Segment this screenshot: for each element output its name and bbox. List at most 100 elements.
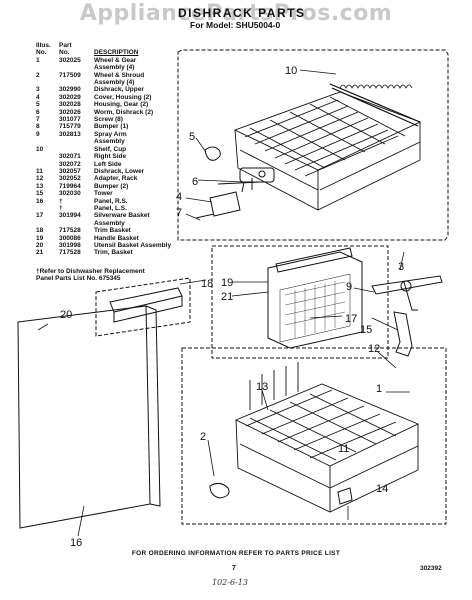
- ordering-note: FOR ORDERING INFORMATION REFER TO PARTS …: [131, 550, 341, 557]
- cell-description: Utensil Basket Assembly: [94, 241, 172, 249]
- cell-description: Bumper (2): [94, 182, 129, 190]
- callout-11: 11: [338, 443, 349, 455]
- callout-18: 18: [201, 278, 213, 290]
- cell-description: Worm, Dishrack (2): [94, 108, 154, 116]
- page-title: DISHRACK PARTS: [178, 6, 306, 20]
- callout-4: 4: [176, 191, 182, 203]
- cell-illus-no: 6: [36, 108, 40, 116]
- door-panel: [17, 305, 161, 529]
- gear-housing-parts: [195, 146, 275, 219]
- table-row: 19 300086 Handle Basket: [36, 235, 174, 242]
- cell-illus-no: 21: [36, 249, 44, 257]
- cell-description: Panel, R.S.: [94, 197, 128, 205]
- callout-14: 14: [376, 483, 388, 495]
- cell-part-no: 302028: [59, 101, 81, 109]
- cell-description: Assembly (4): [94, 79, 135, 87]
- cell-part-no: 715779: [59, 123, 81, 131]
- cell-part-no: 717509: [59, 71, 81, 79]
- lower-dishrack: [234, 362, 420, 513]
- cell-description: Adapter, Rack: [94, 175, 138, 183]
- cell-description: Assembly (4): [94, 64, 135, 72]
- table-row: 302072 Left Side: [36, 161, 174, 168]
- cell-part-no: 717528: [59, 249, 81, 257]
- cell-part-no: 302052: [59, 175, 81, 183]
- cell-part-no: 302026: [59, 108, 81, 116]
- wheel-assembly: [209, 482, 230, 499]
- cell-description: Right Side: [94, 153, 127, 161]
- callout-15: 15: [360, 324, 372, 336]
- cell-part-no: 300086: [59, 234, 81, 242]
- callout-13: 13: [256, 381, 268, 393]
- upper-rack-frame: [177, 49, 449, 241]
- cell-illus-no: 9: [36, 130, 40, 138]
- model-label: For Model: SHU5004-0: [190, 20, 281, 30]
- cell-illus-no: 10: [36, 145, 44, 153]
- table-row: Assembly (4): [36, 79, 174, 86]
- table-row: Assembly (4): [36, 64, 174, 71]
- spray-arm: [371, 275, 443, 311]
- header-part: Part: [59, 42, 72, 49]
- header-part-no: No.: [59, 49, 70, 57]
- basket-frame: [211, 245, 389, 359]
- cell-description: Housing, Gear (2): [94, 101, 149, 109]
- cell-description: Silverware Basket: [94, 212, 150, 220]
- cell-illus-no: 3: [36, 86, 40, 94]
- refer-note: †Refer to Dishwasher Replacement Panel P…: [36, 268, 145, 283]
- cell-part-no: 302072: [59, 160, 81, 168]
- table-row: 5 302028 Housing, Gear (2): [36, 101, 174, 108]
- callout-7: 7: [176, 207, 182, 219]
- callout-9: 9: [346, 281, 352, 293]
- callout-1: 1: [376, 383, 382, 395]
- silverware-basket: [267, 247, 363, 349]
- callout-6: 6: [192, 176, 198, 188]
- cell-illus-no: 15: [36, 190, 44, 198]
- trim-frame: [95, 277, 191, 337]
- table-row: 10 Shelf, Cup: [36, 146, 174, 153]
- cell-illus-no: 11: [36, 167, 43, 175]
- cell-description: Trim Basket: [94, 227, 131, 235]
- watermark: AppliancePartsPros.com: [79, 1, 393, 26]
- handwritten-note: 102-6-13: [212, 578, 248, 587]
- callout-20: 20: [60, 309, 72, 321]
- cell-illus-no: 5: [36, 101, 40, 109]
- tower: [393, 311, 413, 357]
- cell-description: Trim, Basket: [94, 249, 133, 257]
- cell-description: Assembly: [94, 219, 125, 227]
- table-row: 16†Panel, R.S.: [36, 198, 174, 205]
- header-description: DESCRIPTION: [94, 49, 139, 57]
- cell-part-no: 719964: [59, 182, 81, 190]
- refer-note-line2: Panel Parts List No. 675345: [36, 275, 121, 283]
- cell-illus-no: 4: [36, 93, 40, 101]
- cell-illus-no: 2: [36, 71, 40, 79]
- cell-description: Assembly: [94, 138, 125, 146]
- cell-description: Handle Basket: [94, 234, 139, 242]
- cell-description: Cover, Housing (2): [94, 93, 152, 101]
- table-row: 21 717528 Trim, Basket: [36, 249, 174, 256]
- cell-description: Left Side: [94, 160, 122, 168]
- callout-5: 5: [189, 131, 195, 143]
- page-number: 7: [232, 565, 236, 572]
- trim-basket: [109, 287, 183, 323]
- callout-16: 16: [70, 537, 82, 549]
- cell-illus-no: 8: [36, 123, 40, 131]
- document-number: 302392: [420, 565, 442, 572]
- callout-21: 21: [221, 291, 233, 303]
- table-header-row-2: No. No. DESCRIPTION: [36, 49, 174, 56]
- cell-description: Spray Arm: [94, 130, 127, 138]
- cell-description: Panel, L.S.: [94, 204, 127, 212]
- cup-shelf: [329, 83, 421, 127]
- callout-3: 3: [398, 261, 404, 273]
- cell-part-no: 302029: [59, 93, 81, 101]
- cell-description: Shelf, Cup: [94, 145, 127, 153]
- cell-illus-no: 19: [36, 234, 44, 242]
